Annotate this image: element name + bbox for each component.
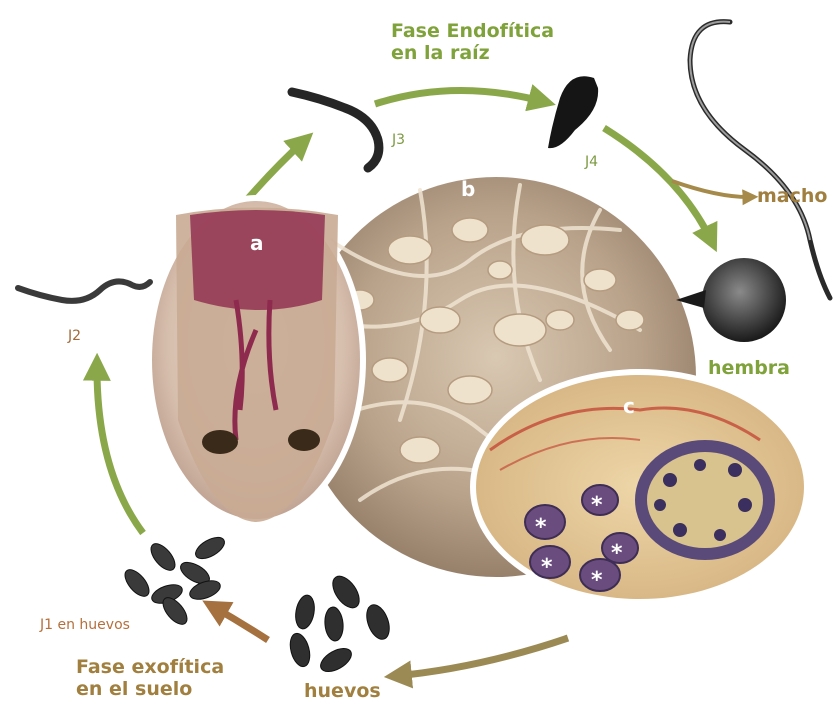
eggs-label: huevos	[304, 680, 381, 702]
arrow-j1-to-j2	[97, 364, 143, 533]
endophytic-phase-line-2: en la raíz	[391, 42, 554, 64]
panel-a-letter: a	[250, 231, 264, 255]
asterisk-2: *	[591, 493, 603, 518]
j1-eggs-label: J1 en huevos	[40, 617, 130, 633]
female-label: hembra	[708, 357, 790, 379]
panel-c-gall-section-photo: * * * * * c	[470, 369, 810, 605]
male-label: macho	[757, 185, 827, 207]
eggs-with-j1-cluster	[121, 533, 228, 628]
j2-label: J2	[68, 328, 81, 344]
j2-juvenile-worm	[18, 281, 150, 300]
endophytic-phase-label: Fase Endofítica en la raíz	[391, 20, 554, 64]
j4-juvenile-worm	[548, 76, 598, 148]
arrow-eggs-to-j1	[212, 606, 268, 640]
arrow-j3-to-j4	[375, 90, 545, 104]
j3-label: J3	[392, 132, 405, 148]
panel-a-root-tip-photo: a	[146, 195, 366, 525]
panel-c-letter: c	[623, 394, 635, 418]
eggs-cluster-large	[287, 572, 394, 677]
exophytic-phase-line-2: en el suelo	[76, 678, 224, 700]
exophytic-phase-label: Fase exofítica en el suelo	[76, 656, 224, 700]
asterisk-1: *	[535, 515, 547, 540]
asterisk-5: *	[591, 568, 603, 593]
panel-b-letter: b	[461, 177, 475, 201]
endophytic-phase-line-1: Fase Endofítica	[391, 20, 554, 42]
arrow-to-eggs	[395, 638, 568, 676]
asterisk-3: *	[541, 555, 553, 580]
male-adult-worm	[690, 22, 830, 298]
exophytic-phase-line-1: Fase exofítica	[76, 656, 224, 678]
j4-label: J4	[585, 154, 598, 170]
asterisk-4: *	[611, 541, 623, 566]
j3-juvenile-worm	[292, 92, 379, 168]
